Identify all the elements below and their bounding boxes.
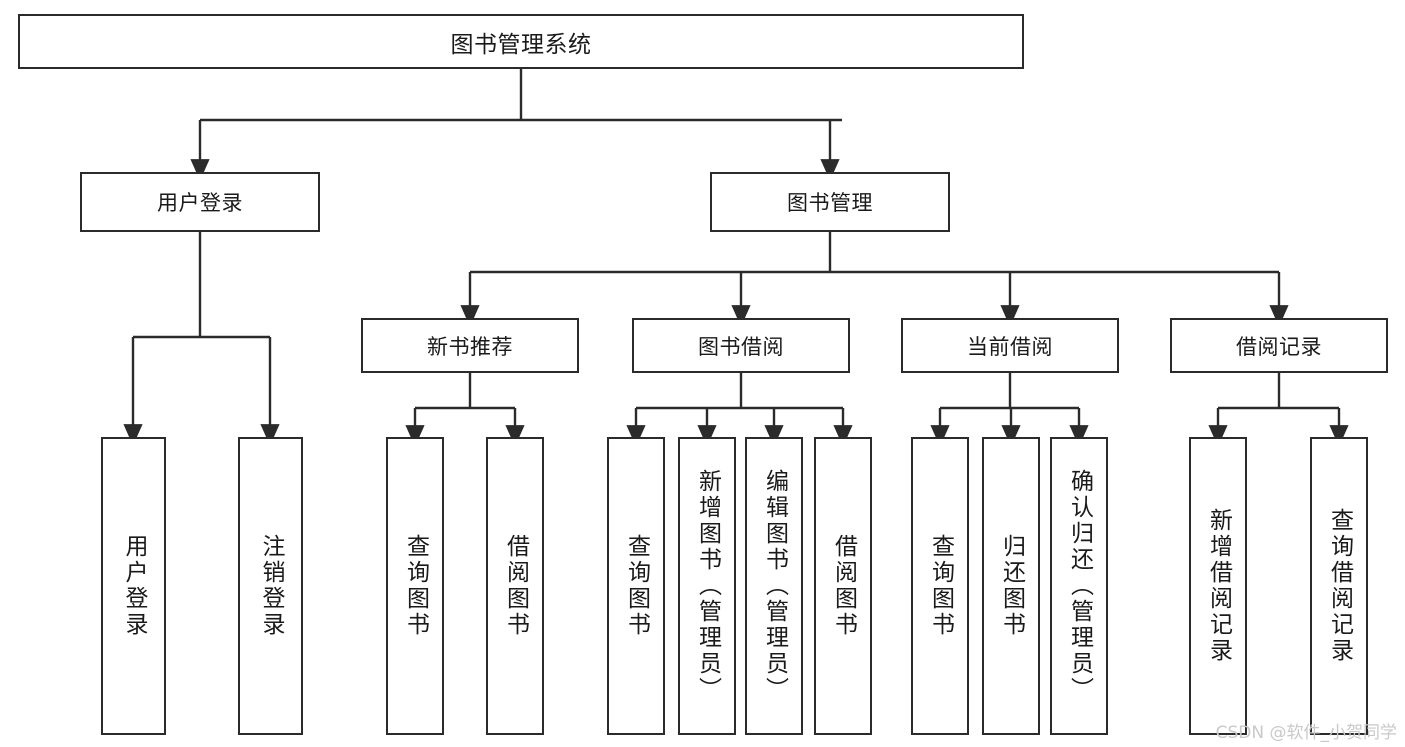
leaf-borrow-lend-book[interactable]: 借阅图书	[814, 437, 872, 735]
leaf-current-query-book[interactable]: 查询图书	[911, 437, 969, 735]
leaf-user-login-label: 用户登录	[121, 534, 147, 638]
node-book-borrow[interactable]: 图书借阅	[632, 318, 850, 373]
node-borrow-record[interactable]: 借阅记录	[1170, 318, 1388, 373]
leaf-newbook-query-book[interactable]: 查询图书	[386, 437, 444, 735]
leaf-record-add-record[interactable]: 新增借阅记录	[1189, 437, 1247, 735]
leaf-borrow-lend-book-label: 借阅图书	[830, 534, 857, 638]
leaf-user-logout-label: 注销登录	[258, 534, 284, 638]
leaf-current-query-book-label: 查询图书	[927, 534, 954, 638]
leaf-record-query-record-label: 查询借阅记录	[1326, 508, 1353, 664]
leaf-newbook-borrow-book-label: 借阅图书	[502, 534, 529, 638]
leaf-user-logout[interactable]: 注销登录	[238, 437, 303, 735]
leaf-borrow-add-book-admin-label: 新增图书（管理员）	[694, 469, 721, 703]
leaf-current-return-book[interactable]: 归还图书	[982, 437, 1040, 735]
leaf-newbook-borrow-book[interactable]: 借阅图书	[486, 437, 544, 735]
node-book-management[interactable]: 图书管理	[710, 172, 950, 232]
leaf-record-query-record[interactable]: 查询借阅记录	[1310, 437, 1368, 735]
leaf-current-return-book-label: 归还图书	[998, 534, 1025, 638]
node-root-label: 图书管理系统	[450, 31, 592, 58]
leaf-borrow-query-book-label: 查询图书	[623, 534, 650, 638]
node-borrow-record-label: 借阅记录	[1236, 334, 1322, 359]
leaf-current-confirm-return-admin[interactable]: 确认归还（管理员）	[1050, 437, 1108, 735]
node-new-book-recommend-label: 新书推荐	[427, 334, 513, 359]
node-current-borrow-label: 当前借阅	[967, 334, 1053, 359]
leaf-newbook-query-book-label: 查询图书	[402, 534, 429, 638]
node-book-management-label: 图书管理	[787, 191, 873, 215]
leaf-borrow-query-book[interactable]: 查询图书	[607, 437, 665, 735]
node-current-borrow[interactable]: 当前借阅	[901, 318, 1119, 373]
leaf-current-confirm-return-admin-label: 确认归还（管理员）	[1066, 469, 1093, 703]
node-book-borrow-label: 图书借阅	[698, 334, 784, 359]
node-new-book-recommend[interactable]: 新书推荐	[361, 318, 579, 373]
node-user-login[interactable]: 用户登录	[80, 172, 320, 232]
leaf-borrow-edit-book-admin-label: 编辑图书（管理员）	[761, 469, 788, 703]
leaf-borrow-add-book-admin[interactable]: 新增图书（管理员）	[678, 437, 736, 735]
leaf-record-add-record-label: 新增借阅记录	[1205, 508, 1232, 664]
node-root-system[interactable]: 图书管理系统	[18, 14, 1024, 69]
node-user-login-label: 用户登录	[157, 191, 243, 215]
csdn-watermark: CSDN @软件_小贺同学	[1215, 723, 1397, 743]
leaf-user-login[interactable]: 用户登录	[101, 437, 166, 735]
leaf-borrow-edit-book-admin[interactable]: 编辑图书（管理员）	[745, 437, 803, 735]
